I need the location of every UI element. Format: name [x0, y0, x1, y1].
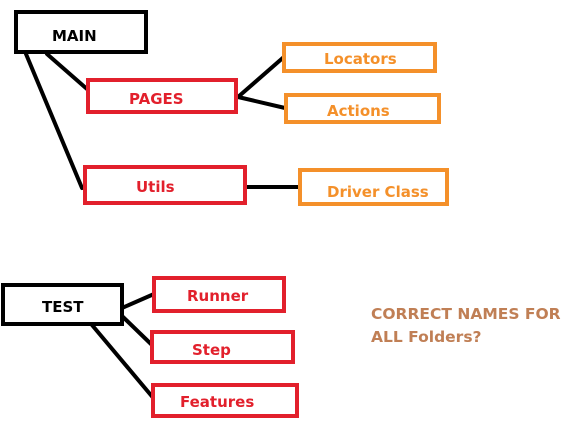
features-folder-label: Features: [180, 393, 255, 411]
pages-to-actions-line: [236, 95, 287, 110]
locators-folder-box: Locators: [282, 42, 437, 73]
actions-folder-box: Actions: [284, 93, 441, 124]
test-folder-box: TEST: [1, 283, 124, 326]
features-folder-box: Features: [151, 383, 299, 418]
utils-folder-label: Utils: [136, 178, 175, 196]
question-note-line-1: CORRECT NAMES FOR: [371, 305, 561, 323]
main-folder-label: MAIN: [52, 27, 97, 45]
question-note: CORRECT NAMES FOR ALL Folders?: [371, 303, 561, 349]
test-folder-label: TEST: [42, 298, 84, 316]
runner-folder-label: Runner: [187, 287, 249, 305]
pages-folder-box: PAGES: [86, 78, 238, 114]
test-to-runner-line: [120, 292, 156, 310]
question-note-line-2: ALL Folders?: [371, 328, 482, 346]
test-to-step-line: [120, 314, 154, 347]
main-folder-box: MAIN: [14, 10, 148, 54]
actions-folder-label: Actions: [327, 102, 390, 120]
driver-class-folder-box: Driver Class: [298, 168, 449, 206]
pages-to-locators-line: [236, 54, 287, 99]
utils-folder-box: Utils: [83, 165, 247, 205]
step-folder-label: Step: [192, 341, 231, 359]
pages-folder-label: PAGES: [129, 90, 184, 108]
step-folder-box: Step: [150, 330, 295, 364]
main-to-utils-line: [24, 52, 84, 190]
locators-folder-label: Locators: [324, 50, 397, 68]
driver-class-folder-label: Driver Class: [327, 183, 429, 201]
runner-folder-box: Runner: [152, 276, 286, 313]
test-to-features-line: [90, 323, 157, 402]
